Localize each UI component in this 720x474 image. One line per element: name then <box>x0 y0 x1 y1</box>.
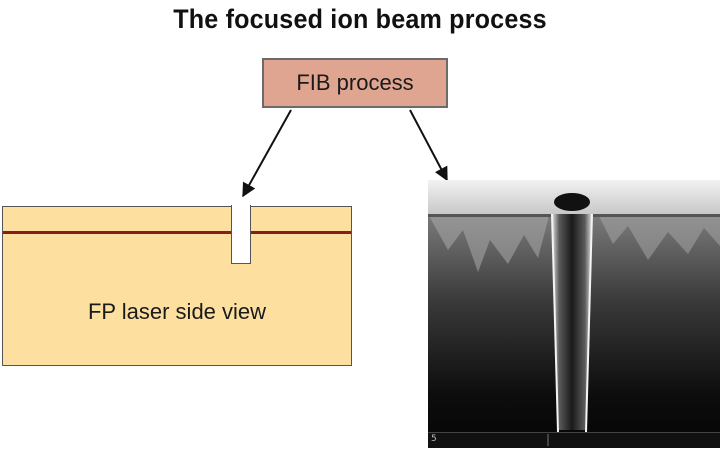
laser-diagram-label: FP laser side view <box>87 299 267 324</box>
active-layer-stripe <box>3 231 351 234</box>
diagram-title: The focused ion beam process <box>173 4 547 34</box>
fib-process-label: FIB process <box>296 70 414 95</box>
micrograph-corner-label: 5 <box>431 434 437 444</box>
fp-laser-side-view: FP laser side view <box>2 205 352 366</box>
fib-process-box: FIB process <box>262 58 448 108</box>
fib-cut-slot <box>231 205 251 264</box>
arrow-to-micrograph <box>409 109 448 182</box>
sem-micrograph: 5 <box>428 180 720 448</box>
sem-image <box>428 180 720 448</box>
arrow-to-laser-diagram <box>242 109 292 198</box>
